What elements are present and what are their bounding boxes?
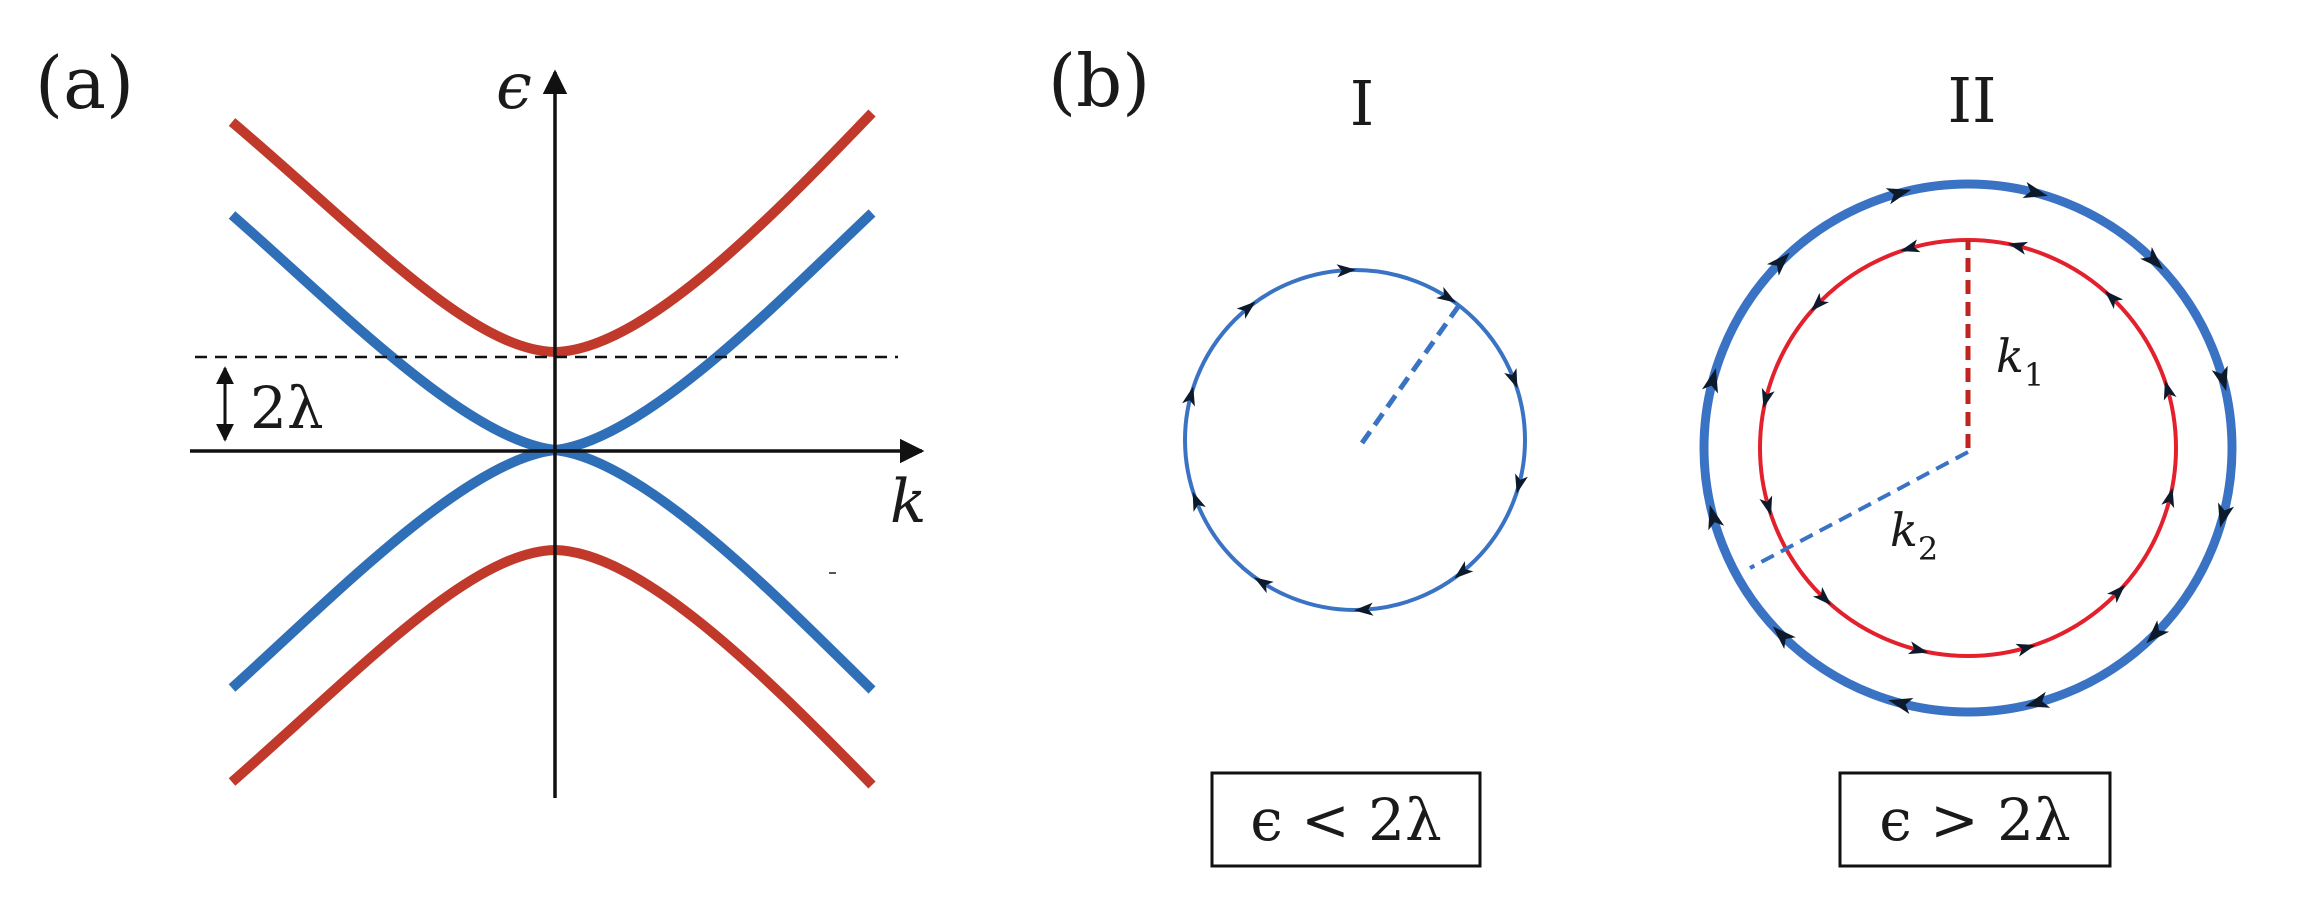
contour-i-condition: ϵ < 2λ (1250, 786, 1442, 854)
contour-ii-inner-arrowhead (2161, 487, 2175, 509)
contour-ii-k2-label: k2 (1890, 503, 1938, 568)
contour-i-arrowhead (1454, 561, 1474, 579)
contour-i-group: I ϵ < 2λ (1182, 67, 1528, 868)
contour-i-arrows (1182, 264, 1528, 616)
contour-ii-outer-arrowhead (2140, 246, 2164, 270)
contour-i-title: I (1350, 67, 1375, 140)
contour-ii-outer-arrowhead (2022, 181, 2048, 198)
contour-ii-outer-arrowhead (1766, 252, 1790, 276)
contour-ii-condition: ϵ > 2λ (1879, 786, 2071, 854)
contour-ii-inner-arrowhead (1761, 387, 1775, 409)
gap-label: 2λ (250, 374, 324, 442)
contour-ii-inner-arrowhead (1810, 292, 1829, 312)
panel-a-label: (a) (35, 41, 134, 125)
lower-red-band (228, 544, 876, 789)
k-axis-label: k (890, 467, 926, 537)
contour-ii-inner-arrowhead (2015, 643, 2036, 657)
contour-ii-outer-arrowhead (2218, 502, 2235, 528)
upper-red-band (228, 109, 876, 358)
contour-ii-outer-arrowhead (1888, 698, 1914, 715)
contour-i-arrowhead (1353, 602, 1374, 616)
panel-a: (a) ϵ k 2λ (35, 41, 926, 798)
energy-axis-label: ϵ (496, 50, 532, 124)
contour-ii-outer-arrowhead (2146, 620, 2170, 644)
contour-i-circle (1183, 268, 1527, 612)
contour-ii-inner-arrowhead (1907, 641, 1929, 655)
contour-ii-outer-radius (1749, 450, 1969, 570)
contour-ii-condition-box (1838, 771, 2112, 868)
k2-main: k (1890, 503, 1918, 557)
contour-ii-inner-arrowhead (2163, 380, 2177, 401)
contour-i-arrowhead (1192, 491, 1206, 512)
contour-i-condition-box (1210, 771, 1482, 868)
contour-i-arrowhead (1515, 473, 1528, 494)
upper-blue-band (228, 209, 876, 456)
contour-ii-inner-arrowhead (2007, 241, 2029, 255)
contour-ii-inner-arrowhead (2104, 290, 2124, 309)
contour-ii-inner-arrowhead (1759, 495, 1773, 516)
contour-i-arrowhead (1253, 577, 1274, 594)
panel-b-label: (b) (1048, 39, 1150, 123)
contour-ii-group: II k1 k2 ϵ > 2λ (1699, 64, 2237, 868)
contour-i-arrowhead (1182, 386, 1195, 407)
contour-i-arrowhead (1336, 264, 1357, 278)
contour-ii-outer-arrowhead (2024, 691, 2051, 708)
contour-ii-outer-arrowhead (2211, 365, 2228, 392)
contour-ii-inner-arrowhead (2107, 584, 2126, 604)
contour-ii-inner-arrowhead (1812, 587, 1832, 606)
contour-ii-outer-arrowhead (1772, 626, 1796, 650)
contour-i-arrowhead (1236, 301, 1256, 319)
contour-ii-title: II (1948, 64, 1997, 137)
contour-ii-inner-arrowhead (1900, 239, 1921, 253)
contour-ii-outer-arrowhead (1885, 188, 1912, 205)
contour-i-arrowhead (1504, 368, 1518, 389)
lower-blue-band (228, 444, 876, 694)
contour-ii-inner-arrows (1759, 239, 2177, 657)
k1-main: k (1996, 329, 2024, 383)
k1-sub: 1 (2024, 356, 2044, 394)
contour-ii-outer-arrows (1701, 181, 2235, 715)
contour-ii-outer-arrowhead (1708, 504, 1725, 531)
panel-b: (b) I ϵ < 2λ II k1 k2 (1048, 39, 2237, 868)
contour-ii-outer-arrowhead (1701, 368, 1718, 394)
k2-sub: 2 (1918, 530, 1938, 568)
contour-ii-k1-label: k1 (1996, 329, 2044, 394)
contour-ii-outer-circle (1699, 179, 2237, 717)
contour-i-arrowhead (1436, 286, 1457, 303)
contour-i-radius (1359, 302, 1463, 445)
